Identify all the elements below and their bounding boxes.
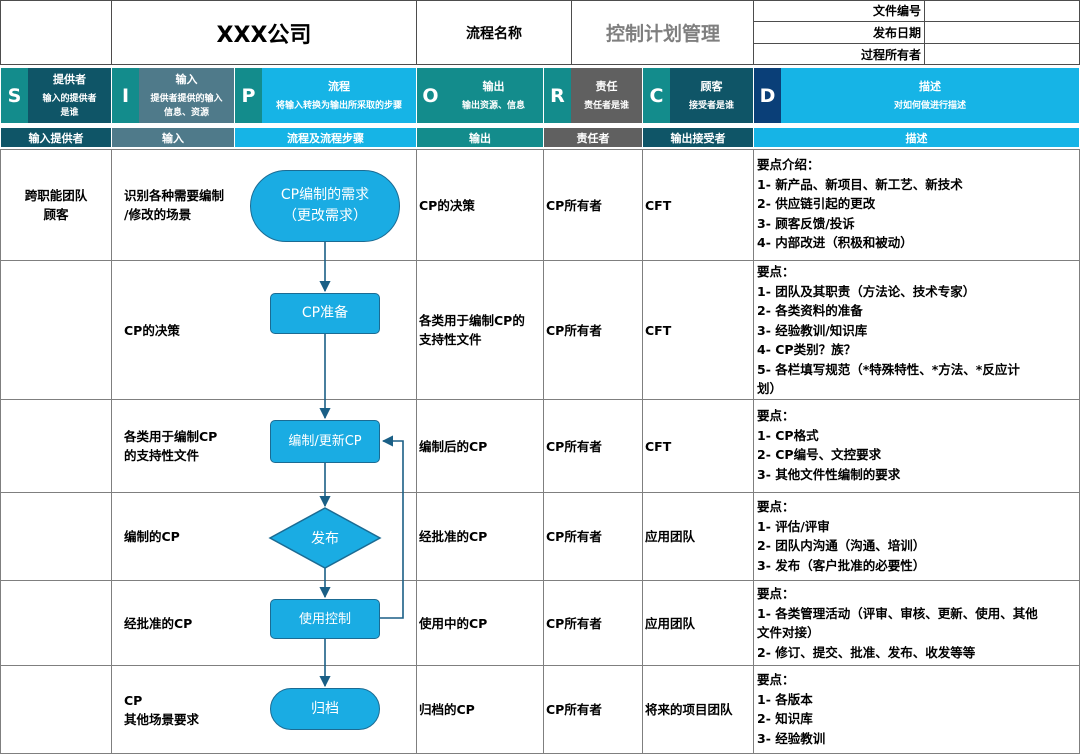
flow-node-release-label: 发布 [311, 531, 339, 547]
sipoc-customer-sub: 接受者是谁 [688, 101, 734, 111]
row-5-input: 经批准的CP [124, 615, 193, 631]
row-4-output: 经批准的CP [419, 529, 488, 544]
sipoc-process-title: 流程 [328, 80, 350, 93]
row-3-owner: CP所有者 [546, 438, 602, 454]
flow-node-edit: 编制/更新CP [270, 420, 380, 463]
row-6-owner: CP所有者 [546, 702, 602, 717]
arrow-use-feedback-to-edit [380, 435, 404, 619]
row-5-owner: CP所有者 [546, 615, 602, 631]
sipoc-responsibility-title: 责任 [595, 80, 618, 93]
sipoc-customer-title: 顾客 [700, 80, 723, 93]
row-3-receiver: CFT [645, 438, 672, 454]
header-band: XXX公司 流程名称 控制计划管理 文件编号 发布日期 过程所有者 [0, 0, 1080, 65]
row-1-provider: 跨职能团队 顾客 [24, 188, 88, 222]
row-4-description: 要点： 1- 评估/评审 2- 团队内沟通（沟通、培训） 3- 发布（客户批准的… [757, 499, 926, 573]
sipoc-output-sub: 输出资源、信息 [461, 101, 525, 111]
process-name-label: 流程名称 [466, 25, 522, 42]
sipoc-customer: 顾客 接受者是谁 [670, 68, 753, 123]
sipoc-process-sub: 将输入转换为输出所采取的步骤 [275, 101, 402, 111]
row-5-description: 要点： 1- 各类管理活动（评审、审核、更新、使用、其他 文件对接） 2- 修订… [757, 586, 1038, 660]
col-header-process: 流程及流程步骤 [235, 128, 416, 147]
row-5-receiver: 应用团队 [645, 615, 696, 631]
col-header-output: 输出 [417, 128, 543, 147]
row-2-output: 各类用于编制CP的 支持性文件 [419, 313, 525, 347]
sipoc-letter-i: I [112, 68, 139, 123]
sipoc-letter-c: C [643, 68, 670, 123]
sipoc-letter-o: O [417, 68, 444, 123]
col-header-input: 输入 [112, 128, 234, 147]
process-owner-label: 过程所有者 [860, 47, 921, 62]
sipoc-letter-s: S [1, 68, 28, 123]
sipoc-input-sub: 提供者提供的输入 信息、资源 [150, 94, 223, 118]
row-6-receiver: 将来的项目团队 [645, 702, 733, 717]
sipoc-responsibility-sub: 责任者是谁 [583, 101, 629, 111]
sipoc-responsibility: 责任 责任者是谁 [571, 68, 642, 123]
row-1-owner: CP所有者 [546, 197, 602, 213]
row-4-receiver: 应用团队 [645, 529, 696, 544]
sipoc-description-title: 描述 [919, 80, 941, 93]
sipoc-input: 输入 提供者提供的输入 信息、资源 [139, 68, 234, 123]
row-3-description: 要点： 1- CP格式 2- CP编号、文控要求 3- 其他文件性编制的要求 [757, 408, 901, 482]
row-1-receiver: CFT [645, 197, 672, 213]
release-date-label: 发布日期 [872, 25, 921, 40]
sipoc-output-title: 输出 [482, 80, 505, 93]
sipoc-output: 输出 输出资源、信息 [444, 68, 543, 123]
col-header-receiver: 输出接受者 [643, 128, 753, 147]
sipoc-input-title: 输入 [175, 73, 198, 86]
row-2-input: CP的决策 [124, 322, 180, 338]
sipoc-letter-p: P [235, 68, 262, 123]
flow-node-start: CP编制的需求 （更改需求） [250, 170, 400, 242]
row-2-description: 要点： 1- 团队及其职责（方法论、技术专家） 2- 各类资料的准备 3- 经验… [757, 264, 1020, 396]
row-5-output: 使用中的CP [419, 615, 488, 631]
row-4-owner: CP所有者 [546, 529, 602, 544]
sipoc-supplier-title: 提供者 [53, 73, 86, 86]
row-3-input: 各类用于编制CP 的支持性文件 [124, 429, 218, 463]
row-1-input: 识别各种需要编制 /修改的场景 [124, 188, 225, 222]
flow-node-use: 使用控制 [270, 599, 380, 639]
sipoc-supplier: 提供者 输入的提供者 是谁 [28, 68, 111, 123]
sipoc-letter-d: D [754, 68, 781, 123]
doc-number-label: 文件编号 [872, 4, 921, 18]
process-title: 控制计划管理 [605, 23, 720, 45]
col-header-description: 描述 [754, 128, 1079, 147]
sipoc-process: 流程 将输入转换为输出所采取的步骤 [262, 68, 416, 123]
sipoc-supplier-sub: 输入的提供者 是谁 [42, 94, 97, 118]
sipoc-description-sub: 对如何做进行描述 [893, 101, 966, 111]
flow-node-prepare: CP准备 [270, 293, 380, 334]
company-name: XXX公司 [216, 22, 312, 48]
row-1-description: 要点介绍： 1- 新产品、新项目、新工艺、新技术 2- 供应链引起的更改 3- … [757, 157, 963, 250]
sipoc-letter-r: R [544, 68, 571, 123]
sipoc-description: 描述 对如何做进行描述 [781, 68, 1079, 123]
flow-node-archive: 归档 [270, 688, 380, 730]
row-6-input: CP 其他场景要求 [124, 692, 200, 727]
row-1-output: CP的决策 [419, 197, 475, 213]
flow-node-release-diamond [268, 507, 382, 569]
col-header-provider: 输入提供者 [1, 128, 111, 147]
row-2-owner: CP所有者 [546, 322, 602, 338]
row-3-output: 编制后的CP [419, 438, 488, 454]
row-4-input: 编制的CP [124, 529, 180, 544]
row-2-receiver: CFT [645, 322, 672, 338]
row-6-description: 要点： 1- 各版本 2- 知识库 3- 经验教训 [757, 672, 826, 746]
row-6-output: 归档的CP [419, 702, 475, 717]
col-header-owner: 责任者 [544, 128, 642, 147]
